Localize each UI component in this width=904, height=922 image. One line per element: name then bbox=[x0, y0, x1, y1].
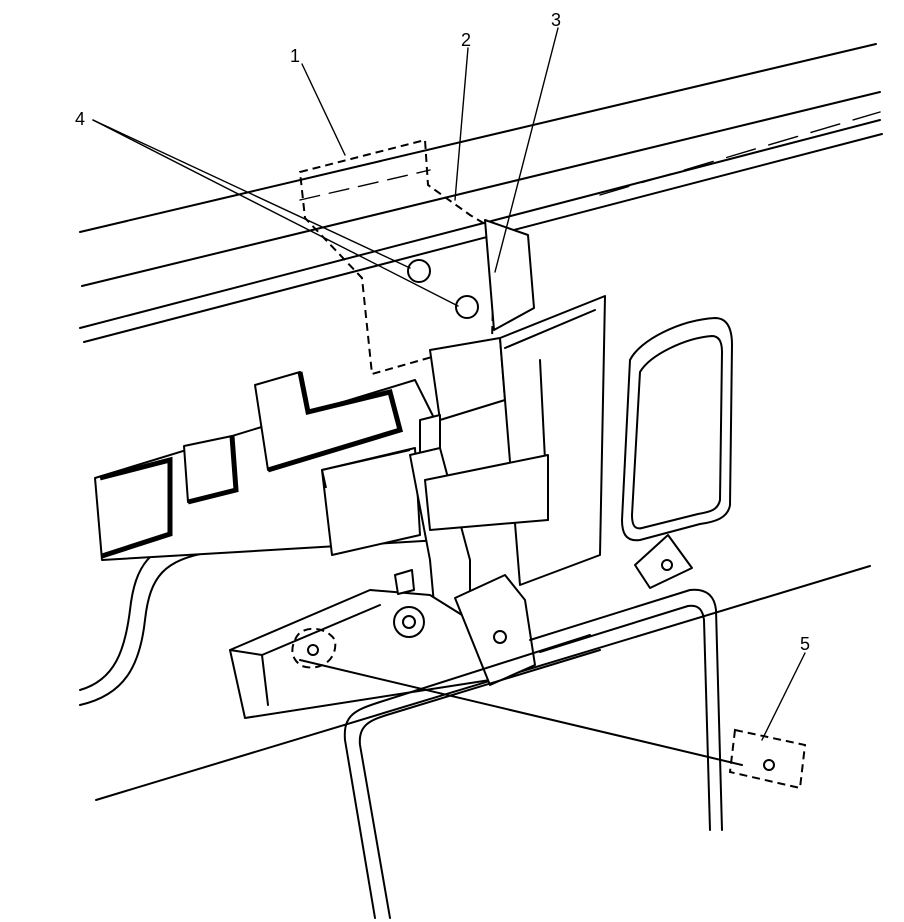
lower-bracket-base bbox=[229, 569, 536, 719]
callout-1: 1 bbox=[290, 46, 300, 66]
mounting-holes bbox=[407, 259, 479, 319]
callout-labels: 1 2 3 4 5 bbox=[75, 10, 810, 654]
lower-opening-frames bbox=[299, 588, 743, 919]
dashed-bracket bbox=[298, 138, 497, 376]
right-window-frame bbox=[621, 317, 733, 589]
callout-3: 3 bbox=[551, 10, 561, 30]
dashed-tab bbox=[728, 728, 807, 790]
callout-4: 4 bbox=[75, 109, 85, 129]
leader-lines bbox=[92, 27, 806, 741]
callout-2: 2 bbox=[461, 30, 471, 50]
upper-rail-lines bbox=[79, 43, 883, 343]
dash-panel-left bbox=[94, 371, 441, 561]
callout-5: 5 bbox=[800, 634, 810, 654]
